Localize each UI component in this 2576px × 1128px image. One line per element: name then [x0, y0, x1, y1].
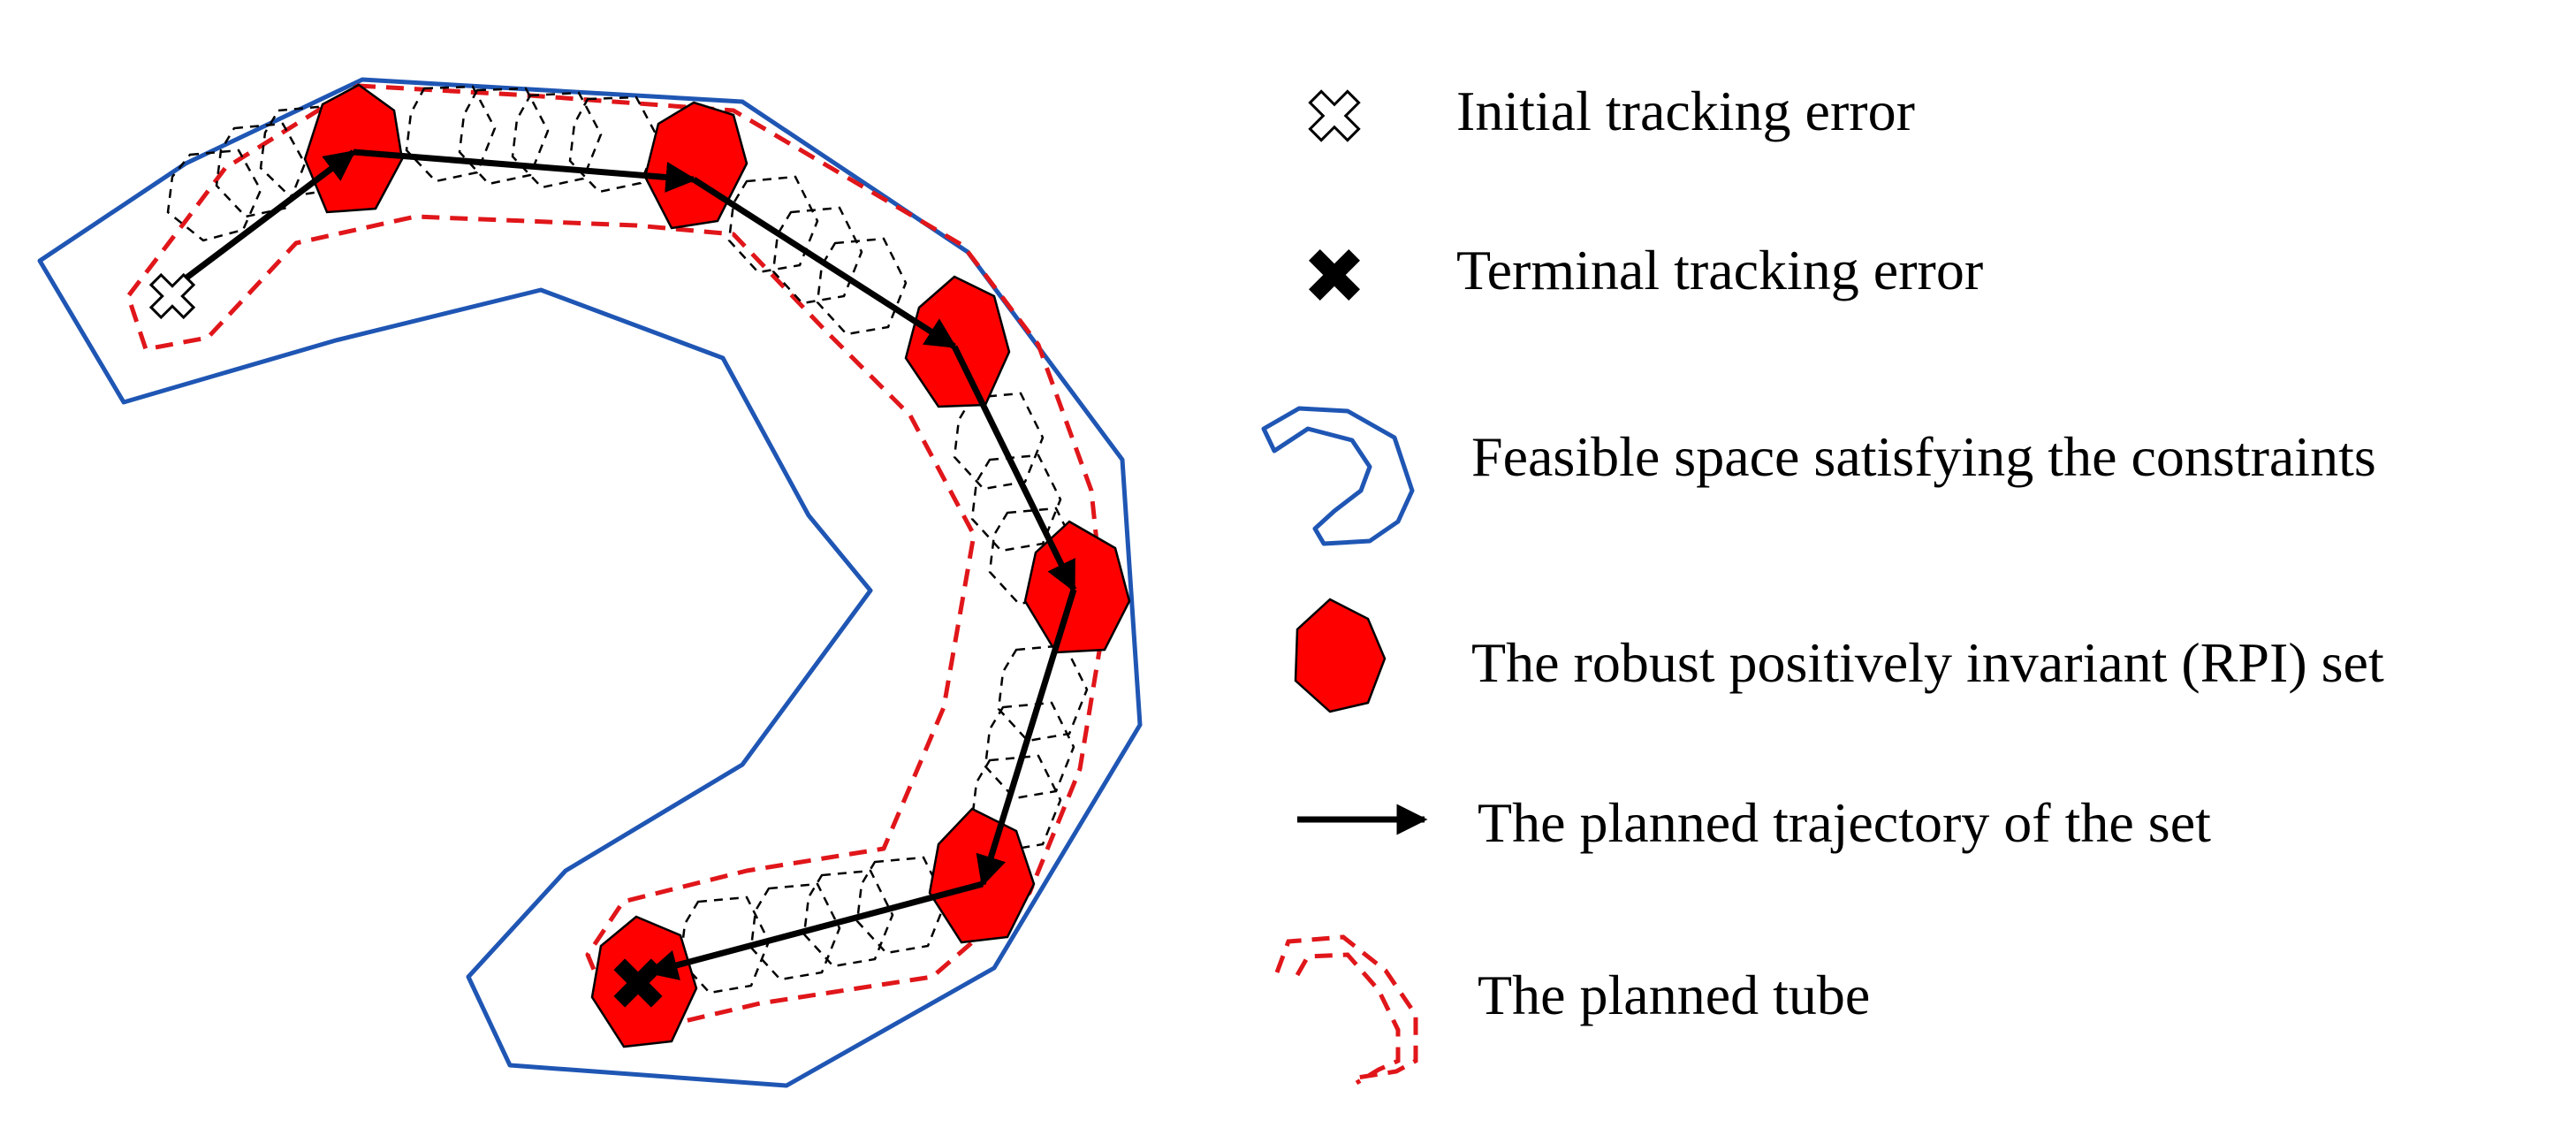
intermediate-set — [458, 87, 550, 186]
legend-label-rpi-set: The robust positively invariant (RPI) se… — [1471, 631, 2384, 694]
intermediate-set — [970, 453, 1062, 553]
rpi-set — [303, 83, 404, 214]
intermediate-set — [802, 869, 894, 968]
terminal-error-marker — [613, 958, 663, 1008]
legend-label-initial-error: Initial tracking error — [1456, 80, 1915, 142]
legend-label-terminal-error: Terminal tracking error — [1456, 239, 1984, 301]
feasible-space-boundary — [37, 77, 1143, 1088]
intermediate-set — [511, 91, 603, 189]
intermediate-set — [679, 896, 771, 995]
heptagon-icon — [1294, 598, 1387, 713]
intermediate-set — [727, 175, 819, 274]
hollow-cross-icon — [1308, 89, 1361, 142]
intermediate-set — [749, 882, 841, 981]
trajectory-segment — [976, 588, 1077, 888]
trajectory-segment — [165, 149, 356, 294]
planned-trajectory — [165, 149, 1077, 980]
trajectory-segment — [951, 345, 1077, 593]
legend-label-trajectory: The planned trajectory of the set — [1478, 791, 2211, 854]
legend-label-feasible-space: Feasible space satisfying the constraint… — [1471, 425, 2376, 488]
rpi-set — [928, 807, 1036, 944]
legend-label-tube: The planned tube — [1478, 964, 1871, 1026]
dashed-tube-icon — [1274, 934, 1418, 1086]
bold-cross-icon — [1309, 249, 1360, 301]
intermediate-set — [405, 85, 497, 183]
intermediate-set — [855, 856, 947, 955]
intermediate-set — [215, 122, 307, 218]
trajectory-segment — [353, 149, 697, 193]
rpi-set — [904, 275, 1011, 408]
rpi-set — [1023, 520, 1131, 654]
intermediate-set — [568, 95, 660, 194]
intermediate-set — [997, 644, 1089, 743]
rpi-sets — [303, 83, 1131, 1048]
trajectory-segment — [646, 880, 984, 980]
intermediate-set — [166, 149, 262, 242]
feasible-region-icon — [1261, 406, 1415, 546]
initial-error-marker — [148, 272, 196, 320]
intermediate-set — [771, 206, 863, 305]
intermediate-set — [953, 392, 1045, 491]
rpi-set — [643, 101, 748, 230]
intermediate-set — [816, 237, 908, 336]
planned-tube-outline — [125, 83, 1107, 1030]
trajectory-segment — [692, 177, 957, 349]
intermediate-set — [984, 701, 1075, 800]
